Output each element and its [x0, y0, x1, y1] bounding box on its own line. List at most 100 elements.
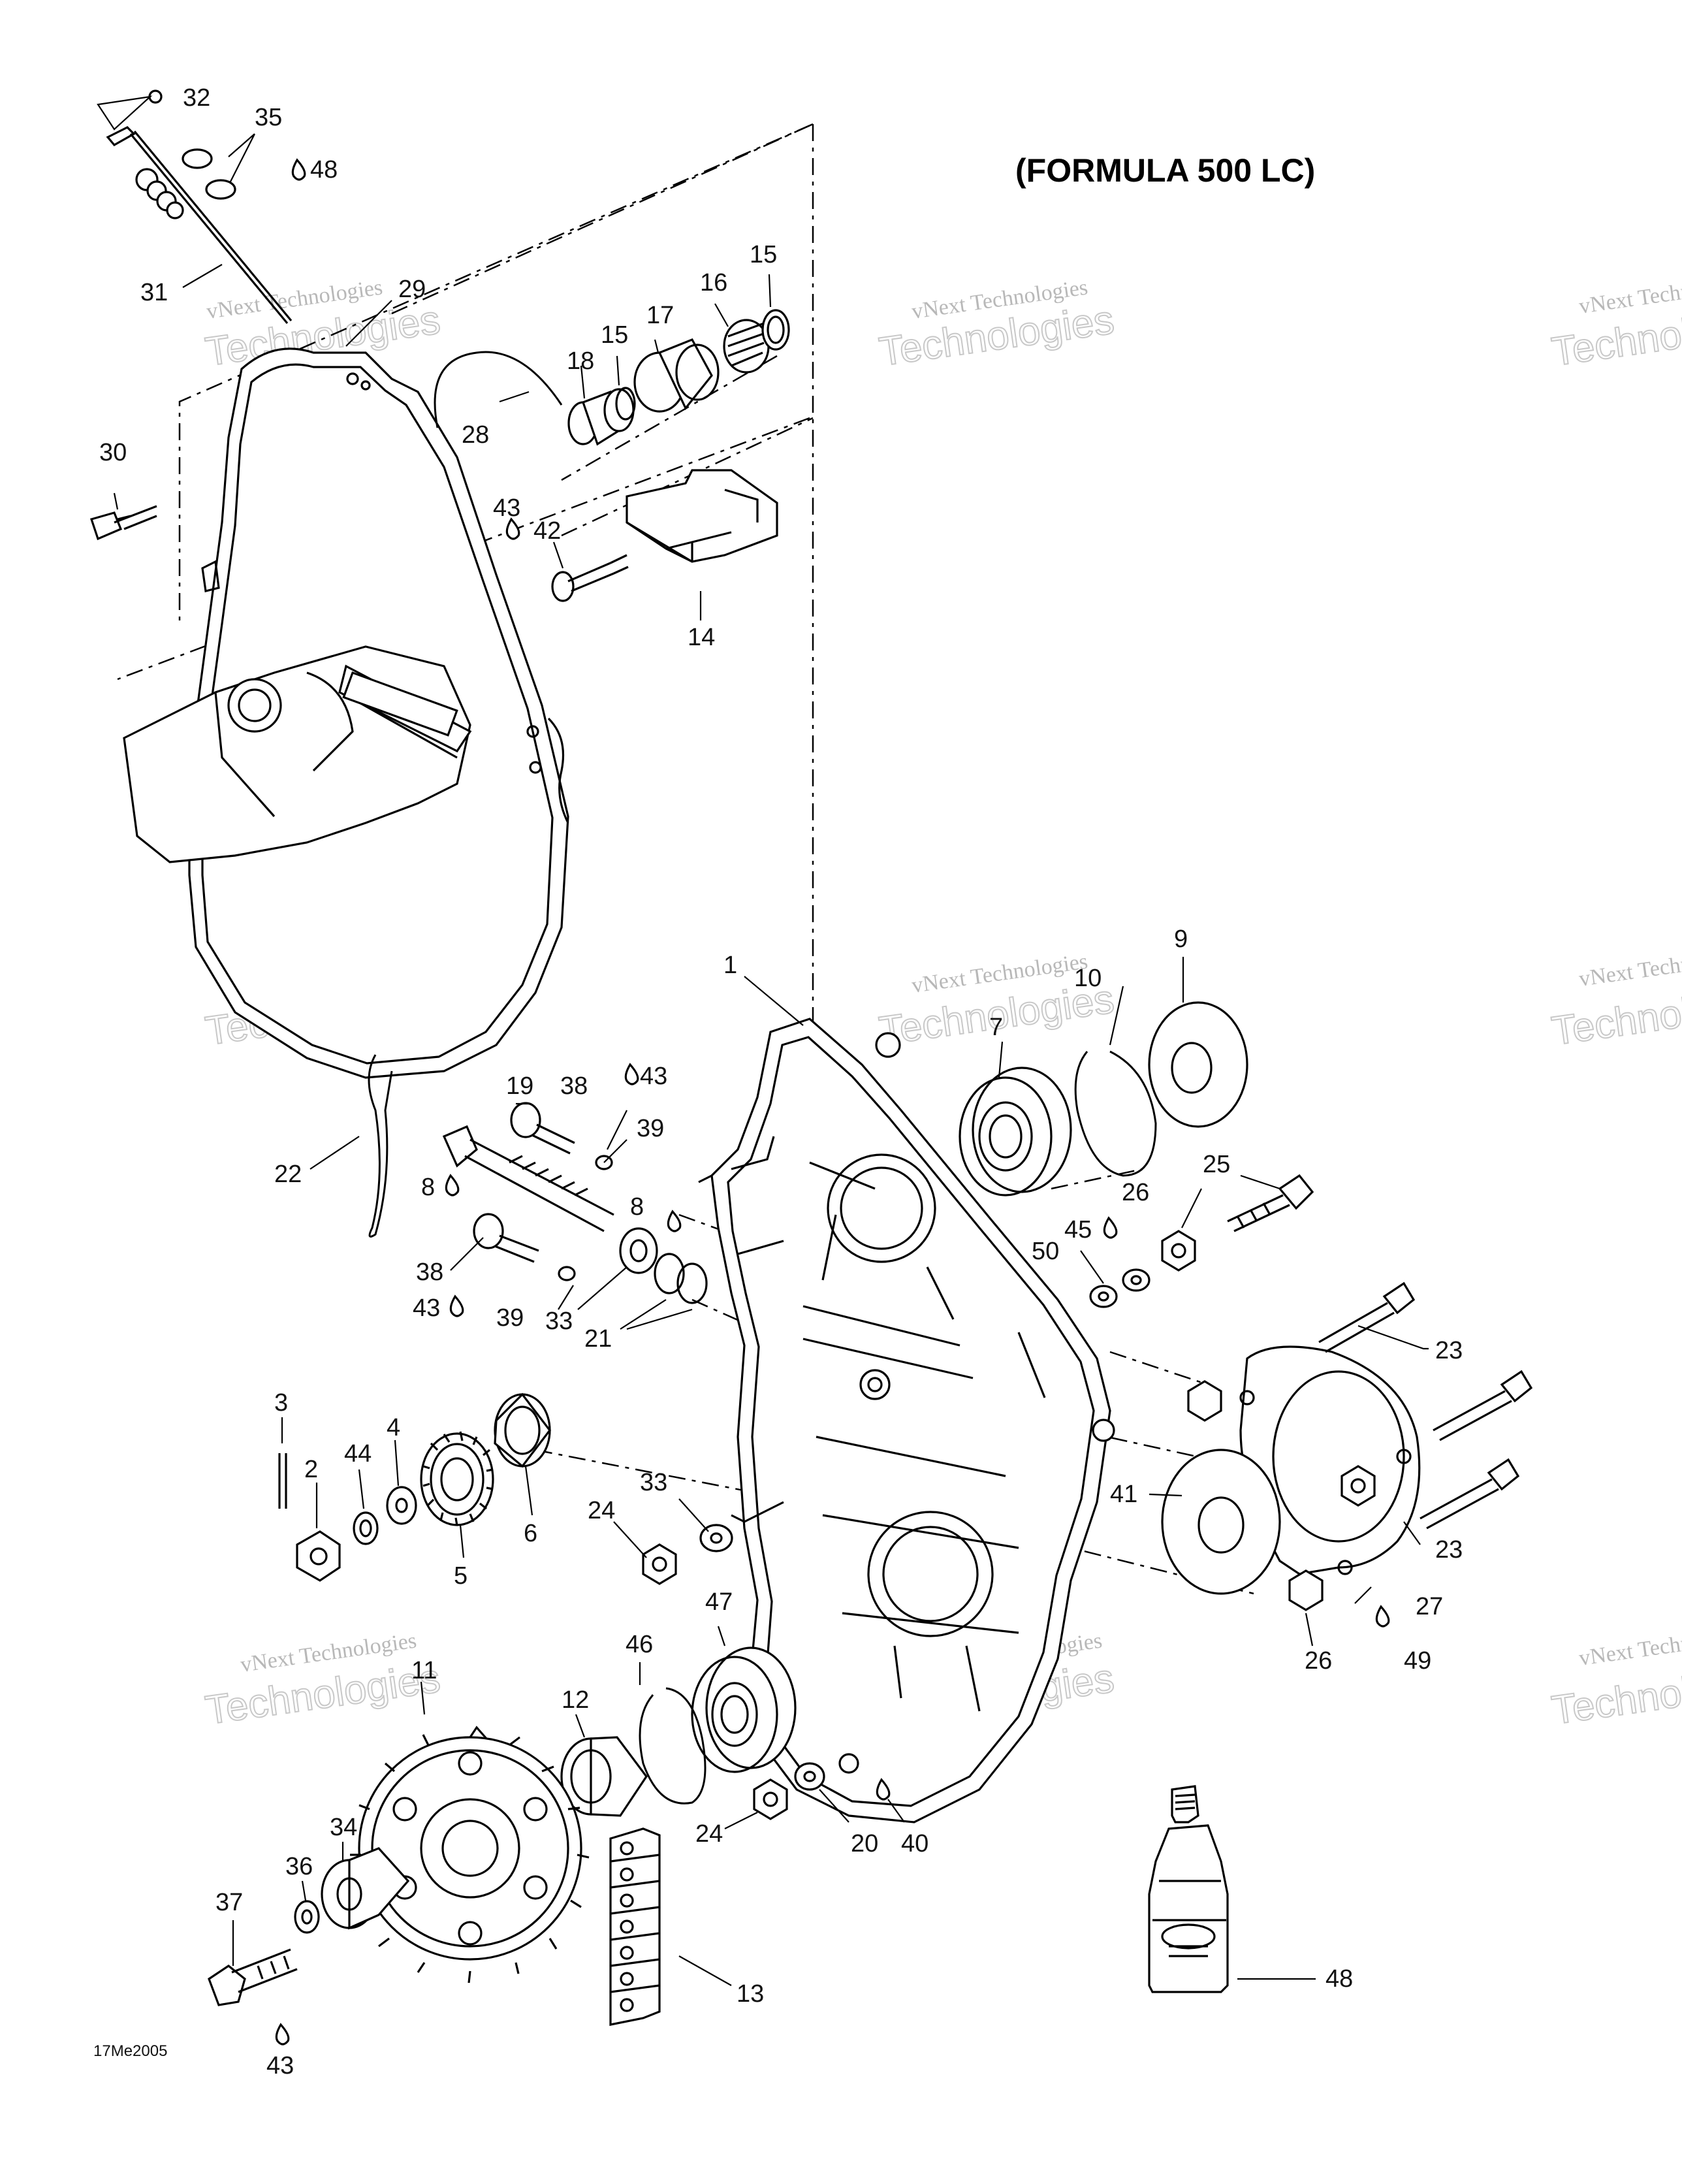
- callout-8: 8: [630, 1193, 644, 1221]
- callout-48: 48: [310, 156, 338, 184]
- cotter-pin-22: [368, 1054, 393, 1238]
- callout-34: 34: [330, 1814, 357, 1841]
- callout-12: 12: [562, 1686, 589, 1714]
- callout-39: 39: [496, 1304, 524, 1332]
- callout-labels: 1 2 3 4 5 6 7 8 8 9 10 11 12 13 14 15 15…: [99, 84, 1463, 2080]
- callout-23: 23: [1435, 1337, 1463, 1364]
- callout-20: 20: [851, 1830, 878, 1857]
- bolt-37: [208, 1948, 298, 2006]
- screw-42: [551, 554, 629, 602]
- callout-36: 36: [285, 1853, 313, 1880]
- oil-drop-icons: [275, 158, 1390, 2046]
- watermark-text: Technologies: [1549, 1656, 1682, 1733]
- sprocket-11: [350, 1726, 590, 1983]
- oil-drop-icon: [449, 1294, 464, 1317]
- bolt-25: [1227, 1174, 1314, 1232]
- adjuster-assembly: [442, 1102, 708, 1304]
- callout-18: 18: [567, 347, 594, 375]
- callout-21: 21: [584, 1325, 612, 1353]
- washer-4: [386, 1486, 417, 1525]
- callout-25: 25: [1203, 1151, 1230, 1178]
- drawing-code: 17Me2005: [93, 2042, 167, 2060]
- callout-35: 35: [255, 104, 282, 131]
- cover-plate-27: [1239, 1345, 1421, 1575]
- diagram-title: (FORMULA 500 LC): [1015, 152, 1315, 189]
- callout-44: 44: [344, 1440, 372, 1468]
- lubricant-bottle-48: [1148, 1785, 1229, 1993]
- tensioner-parts: [567, 309, 790, 563]
- callout-39: 39: [637, 1115, 664, 1142]
- callout-28: 28: [462, 421, 489, 449]
- callout-33: 33: [640, 1469, 667, 1496]
- callout-38: 38: [560, 1072, 588, 1100]
- circlip-46: [639, 1687, 706, 1805]
- watermark-text: vNext Technologies: [1578, 942, 1682, 991]
- callout-5: 5: [454, 1562, 468, 1590]
- callout-13: 13: [737, 1980, 764, 2008]
- callout-15: 15: [750, 241, 777, 268]
- callout-23: 23: [1435, 1536, 1463, 1564]
- bushing-6: [494, 1392, 552, 1468]
- oil-drop-icon: [275, 2023, 290, 2046]
- callout-14: 14: [688, 624, 715, 651]
- callout-3: 3: [274, 1389, 288, 1417]
- callout-15: 15: [601, 321, 628, 349]
- bolt-30: [89, 505, 157, 541]
- oil-drop-icon: [667, 1210, 682, 1232]
- callout-22: 22: [274, 1161, 302, 1188]
- callout-24: 24: [588, 1497, 615, 1524]
- callout-7: 7: [989, 1014, 1003, 1041]
- callout-43: 43: [266, 2052, 294, 2080]
- spacer-34: [321, 1847, 410, 1930]
- callout-10: 10: [1074, 965, 1102, 992]
- callout-19: 19: [506, 1072, 533, 1100]
- callout-16: 16: [700, 269, 727, 297]
- nuts-27: [1187, 1380, 1376, 1611]
- callout-43: 43: [413, 1294, 440, 1322]
- callout-46: 46: [626, 1631, 653, 1658]
- bolts-23: [1318, 1281, 1533, 1530]
- callout-31: 31: [140, 279, 168, 306]
- chain-13: [609, 1827, 661, 2026]
- nut-24-lower: [753, 1778, 788, 1820]
- washer-20: [794, 1762, 825, 1791]
- callout-24: 24: [695, 1820, 723, 1848]
- watermark-text: Technologies: [1549, 976, 1682, 1054]
- callout-30: 30: [99, 439, 127, 466]
- callout-6: 6: [524, 1520, 537, 1547]
- sprocket-5: [420, 1431, 494, 1526]
- oil-drop-icon: [291, 158, 306, 181]
- callout-33: 33: [545, 1308, 573, 1335]
- callout-43: 43: [493, 494, 520, 522]
- callout-48: 48: [1325, 1965, 1353, 1993]
- nut-26: [1161, 1230, 1196, 1272]
- nut-24-upper: [642, 1543, 677, 1585]
- watermark-text: vNext Technologies: [1578, 270, 1682, 318]
- pin-3: [278, 1453, 287, 1509]
- callout-29: 29: [398, 276, 426, 303]
- cord-28: [434, 351, 563, 428]
- callout-4: 4: [387, 1414, 400, 1441]
- callout-43: 43: [640, 1063, 667, 1090]
- oil-drop-icon: [445, 1174, 460, 1196]
- callout-26: 26: [1122, 1179, 1149, 1206]
- callout-17: 17: [646, 302, 674, 329]
- washer-36: [294, 1900, 320, 1934]
- callout-50: 50: [1032, 1238, 1059, 1265]
- oil-drop-icon: [1375, 1605, 1390, 1628]
- leader-lines: [97, 95, 1429, 1986]
- oil-drop-icon: [505, 517, 520, 540]
- callout-32: 32: [183, 84, 210, 112]
- callout-27: 27: [1416, 1593, 1443, 1620]
- callout-40: 40: [901, 1830, 928, 1857]
- callout-41: 41: [1110, 1481, 1137, 1508]
- watermark-text: vNext Technologies: [1578, 1622, 1682, 1670]
- bearing-7: [959, 1067, 1072, 1196]
- callout-26: 26: [1305, 1647, 1332, 1675]
- callout-1: 1: [723, 952, 737, 979]
- callout-2: 2: [304, 1456, 318, 1483]
- washer-44: [353, 1511, 379, 1545]
- callout-45: 45: [1064, 1216, 1092, 1244]
- dipstick-rod: [106, 89, 293, 325]
